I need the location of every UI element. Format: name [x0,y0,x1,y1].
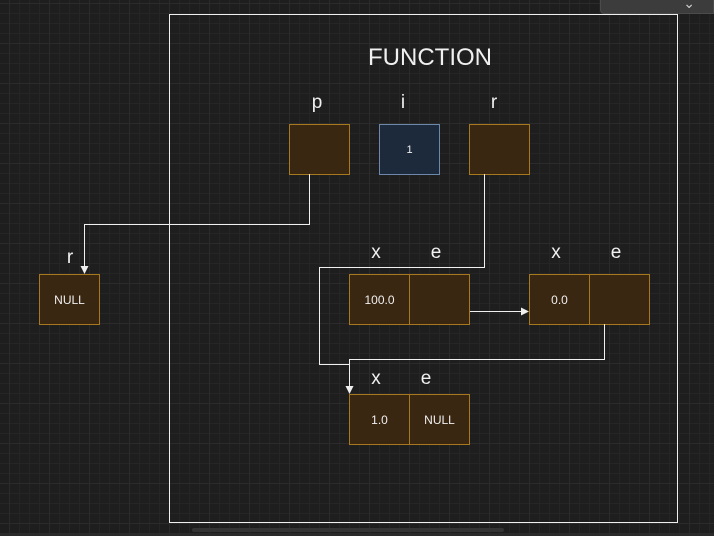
node3-e-label: e [420,368,432,389]
var-i-label: i [400,92,406,113]
outer-r-box[interactable]: NULL [39,274,100,325]
var-r-label: r [490,92,498,113]
horizontal-scrollbar[interactable] [192,528,504,532]
var-p-label: p [311,92,323,113]
node1-x-cell[interactable]: 100.0 [349,274,410,325]
node2-x-label: x [551,242,561,263]
chevron-icon: ⌄ [683,0,695,11]
node3-e-cell[interactable]: NULL [409,394,470,445]
node2-e-cell[interactable] [589,274,650,325]
canvas-bottom-edge [0,533,714,536]
var-i-box[interactable]: 1 [379,124,440,175]
node1-e-label: e [430,242,442,263]
edge-node2-to-node3[interactable] [349,324,605,365]
node1-e-cell[interactable] [409,274,470,325]
edge-p-to-outer-r[interactable] [80,174,310,274]
var-r-box[interactable] [469,124,530,175]
edge-r-to-node3[interactable] [319,174,485,394]
var-p-box[interactable] [289,124,350,175]
function-frame[interactable] [169,14,678,523]
node3-x-cell[interactable]: 1.0 [349,394,410,445]
node2-x-cell[interactable]: 0.0 [529,274,590,325]
node1-x-label: x [371,242,381,263]
node3-x-label: x [371,368,381,389]
node2-e-label: e [610,242,622,263]
outer-r-label: r [66,247,74,268]
diagram-title: FUNCTION [368,44,492,71]
